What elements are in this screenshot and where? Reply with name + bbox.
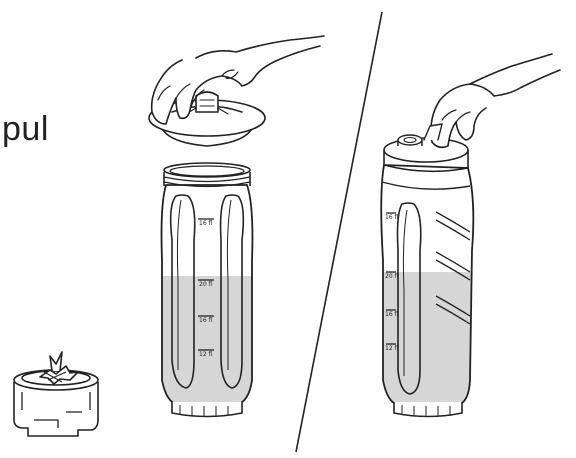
blade-assembly xyxy=(14,352,98,436)
right-liquid xyxy=(372,272,482,412)
right-bottle: 16 fl 20 fl 16 fl 12 fl xyxy=(372,135,482,417)
left-liquid xyxy=(150,276,260,411)
panel-divider xyxy=(296,12,382,452)
left-bottle: 16 fl 20 fl 16 fl 12 fl xyxy=(150,163,260,417)
left-marking-4: 12 fl xyxy=(199,351,213,358)
left-marking-3: 16 fl xyxy=(199,317,213,324)
right-marking-3: 16 fl xyxy=(385,311,399,318)
right-marking-1: 16 fl xyxy=(385,214,399,221)
right-marking-2: 20 fl xyxy=(385,273,399,280)
hand-opening-flip-cap xyxy=(424,54,560,147)
hand-removing-blade-lid xyxy=(149,36,324,146)
right-marking-4: 12 fl xyxy=(385,345,399,352)
left-marking-1: 16 fl xyxy=(199,220,213,227)
left-marking-2: 20 fl xyxy=(199,281,213,288)
